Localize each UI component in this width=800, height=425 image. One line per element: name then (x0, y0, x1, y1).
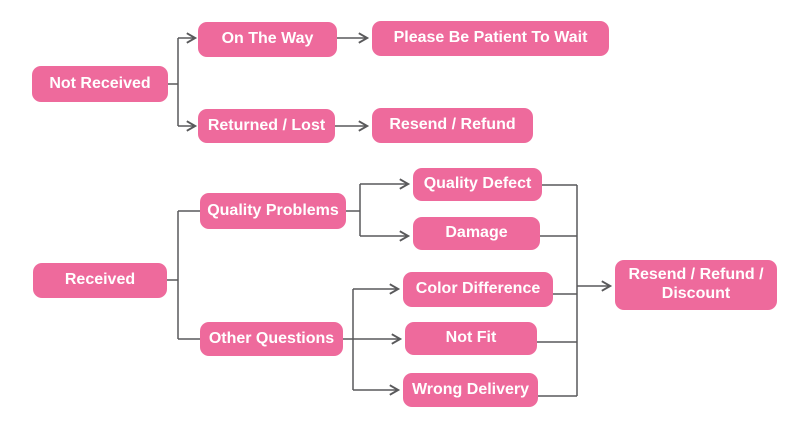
node-resend-refund: Resend / Refund (372, 108, 533, 143)
node-on-the-way: On The Way (198, 22, 337, 57)
node-wrong-delivery: Wrong Delivery (403, 373, 538, 407)
node-damage: Damage (413, 217, 540, 250)
node-please-be-patient-to-wait: Please Be Patient To Wait (372, 21, 609, 56)
node-resend-refund-discount: Resend / Refund / Discount (615, 260, 777, 310)
node-other-questions: Other Questions (200, 322, 343, 356)
node-not-received: Not Received (32, 66, 168, 102)
node-color-difference: Color Difference (403, 272, 553, 307)
node-received: Received (33, 263, 167, 298)
node-returned-lost: Returned / Lost (198, 109, 335, 143)
node-not-fit: Not Fit (405, 322, 537, 355)
node-quality-defect: Quality Defect (413, 168, 542, 201)
node-quality-problems: Quality Problems (200, 193, 346, 229)
